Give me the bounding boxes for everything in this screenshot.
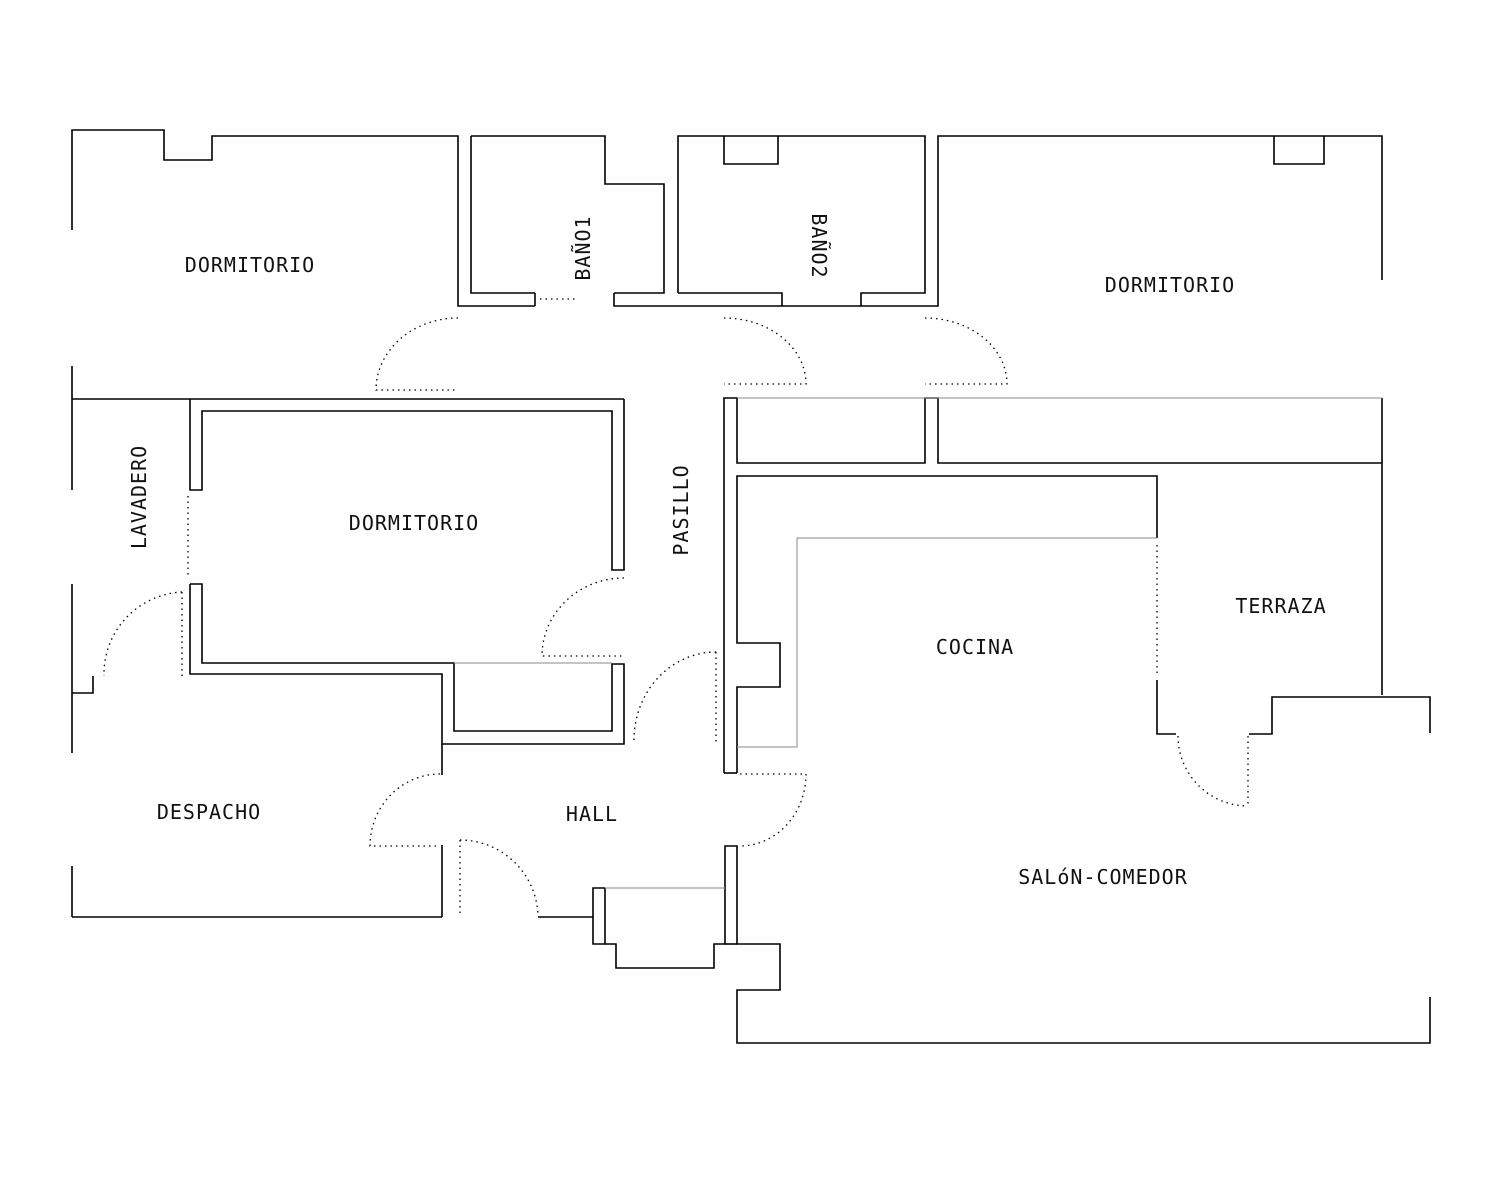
room-label-bano-2: BAÑO2: [807, 213, 831, 278]
room-label-salon-comedor: SALóN-COMEDOR: [1018, 865, 1188, 889]
room-label-despacho: DESPACHO: [157, 800, 261, 824]
room-label-cocina: COCINA: [936, 635, 1014, 659]
room-labels: DORMITORIO BAÑO1 BAÑO2 DORMITORIO LAVADE…: [127, 213, 1326, 889]
room-label-dormitorio-2: DORMITORIO: [1105, 273, 1235, 297]
room-label-dormitorio-1: DORMITORIO: [185, 253, 315, 277]
walls: [71, 129, 1431, 1044]
room-label-hall: HALL: [566, 802, 618, 826]
door-swings: [103, 298, 1249, 917]
room-label-dormitorio-3: DORMITORIO: [349, 511, 479, 535]
fixtures: [454, 397, 1382, 889]
room-label-bano-1: BAÑO1: [571, 215, 595, 280]
room-label-lavadero: LAVADERO: [127, 445, 151, 549]
room-label-pasillo: PASILLO: [669, 464, 693, 555]
room-label-terraza: TERRAZA: [1235, 594, 1326, 618]
